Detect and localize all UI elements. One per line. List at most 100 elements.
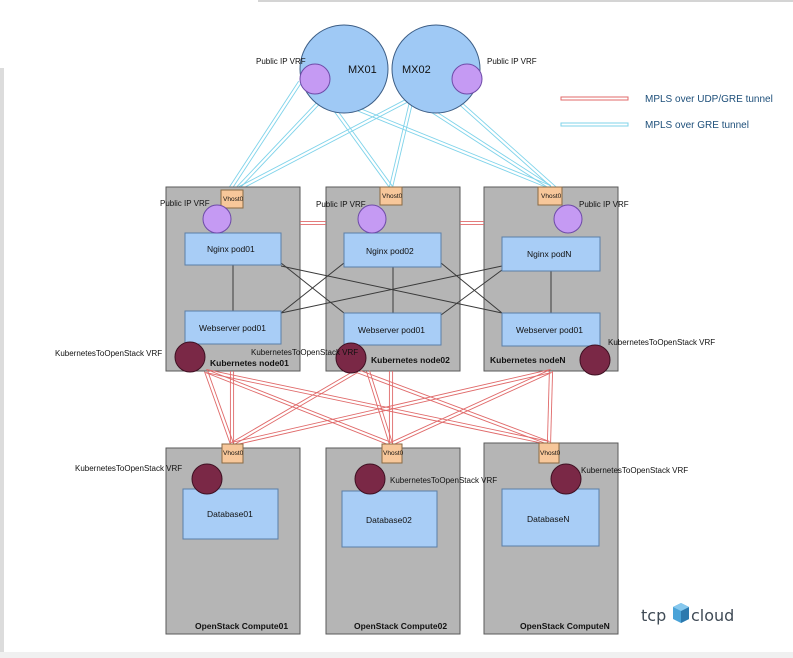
mesh-link	[280, 265, 503, 314]
vhost-node01[interactable]	[220, 189, 244, 209]
vhost-node02[interactable]	[379, 186, 403, 206]
public-ip-vrf-mx02[interactable]	[451, 63, 483, 95]
gre-tunnel	[392, 98, 414, 188]
public-ip-vrf-node02[interactable]	[357, 204, 387, 234]
vhost-compute01-label: Vhost0	[223, 450, 244, 457]
vhost-nodeN[interactable]	[537, 186, 563, 206]
legend-gre-swatch	[560, 122, 629, 127]
compute01-k2o-label: KubernetesToOpenStack VRF	[75, 464, 182, 473]
logo-cube-shade	[681, 607, 689, 623]
vhost-compute02[interactable]	[381, 443, 403, 464]
vhost-nodeN-label: Vhost0	[541, 193, 562, 200]
kubernetes-node01-label: Kubernetes node01	[210, 358, 289, 368]
udp-gre-tunnel	[205, 372, 391, 446]
udp-gre-tunnel	[206, 368, 550, 442]
udp-gre-tunnels	[204, 220, 554, 446]
kubernetes-nodeN-label: Kubernetes nodeN	[490, 355, 566, 365]
node02-k2o-label: KubernetesToOpenStack VRF	[251, 348, 358, 357]
nginx-pod02[interactable]	[343, 232, 442, 268]
gre-tunnel	[235, 96, 412, 189]
database01-label: Database01	[207, 509, 253, 519]
kubernetes-node02-label: Kubernetes node02	[371, 355, 450, 365]
mx01-label: MX01	[348, 64, 377, 76]
logo-cube-top	[673, 603, 689, 611]
bottom-edge-rule	[0, 652, 793, 658]
gre-tunnel	[389, 97, 411, 187]
logo-text-tcp: tcp	[641, 606, 666, 625]
udp-gre-tunnel	[550, 371, 554, 444]
mx02-vrf-label: Public IP VRF	[487, 57, 537, 66]
udp-gre-tunnel	[546, 370, 550, 443]
gre-tunnel	[230, 82, 302, 191]
database01[interactable]	[182, 488, 279, 540]
udp-gre-tunnel	[391, 372, 552, 446]
top-edge-rule	[258, 0, 793, 2]
databaseN-label: DatabaseN	[527, 514, 570, 524]
mx01-vrf-label: Public IP VRF	[256, 57, 306, 66]
tcp-cloud-logo: tcp cloud	[641, 603, 734, 625]
gre-tunnel	[324, 97, 550, 189]
nginx-podN-label: Nginx podN	[527, 249, 571, 259]
nginx-podN[interactable]	[501, 236, 601, 272]
udp-gre-tunnel	[230, 369, 357, 444]
k2o-vrf-node01[interactable]	[174, 341, 206, 373]
webserver-node02-label: Webserver pod01	[358, 325, 425, 335]
webserver-node01-label: Webserver pod01	[199, 323, 266, 333]
mesh-link	[440, 262, 503, 314]
webserver-pod01-nodeN[interactable]	[501, 312, 601, 347]
webserver-pod01-node01[interactable]	[184, 310, 282, 345]
database02-label: Database02	[366, 515, 412, 525]
computeN-k2o-label: KubernetesToOpenStack VRF	[581, 466, 688, 475]
node02-vrf-label: Public IP VRF	[316, 200, 366, 209]
mx02-label: MX02	[402, 64, 431, 76]
legend-udp-gre-label: MPLS over UDP/GRE tunnel	[645, 94, 773, 105]
public-ip-vrf-node01[interactable]	[202, 204, 232, 234]
k2o-vrf-compute01[interactable]	[191, 463, 223, 495]
gre-tunnels	[228, 80, 558, 192]
database02[interactable]	[341, 490, 438, 548]
udp-gre-tunnel	[206, 369, 392, 443]
openstack-compute01-box[interactable]	[165, 447, 301, 635]
public-ip-vrf-mx01[interactable]	[299, 63, 331, 95]
k2o-vrf-nodeN[interactable]	[579, 344, 611, 376]
gre-tunnel	[234, 94, 325, 190]
udp-gre-tunnel	[204, 371, 231, 445]
k2o-vrf-compute02[interactable]	[354, 463, 386, 495]
openstack-compute02-label: OpenStack Compute02	[354, 621, 447, 631]
gre-tunnel	[236, 96, 327, 192]
public-ip-vrf-nodeN[interactable]	[553, 204, 583, 234]
k2o-vrf-node02[interactable]	[335, 342, 367, 374]
vhost-compute02-label: Vhost0	[383, 450, 404, 457]
gre-tunnel	[325, 94, 551, 186]
pod-mesh-links	[232, 262, 552, 316]
databaseN[interactable]	[501, 488, 600, 547]
left-edge-rule	[0, 68, 4, 658]
node01-k2o-label: KubernetesToOpenStack VRF	[55, 349, 162, 358]
udp-gre-tunnel	[366, 371, 390, 445]
openstack-computeN-label: OpenStack ComputeN	[520, 621, 610, 631]
udp-gre-tunnel	[356, 372, 549, 445]
udp-gre-tunnel	[232, 371, 359, 446]
gre-tunnel	[228, 80, 300, 189]
nginx-pod02-label: Nginx pod02	[366, 246, 414, 256]
legend: MPLS over UDP/GRE tunnel MPLS over GRE t…	[560, 94, 773, 131]
webserver-pod01-node02[interactable]	[343, 312, 442, 346]
vhost-computeN[interactable]	[538, 442, 560, 464]
udp-gre-tunnel	[390, 369, 551, 443]
webserver-nodeN-label: Webserver pod01	[516, 325, 583, 335]
udp-gre-tunnel	[357, 369, 550, 442]
vhost-compute01[interactable]	[221, 443, 244, 464]
legend-udp-gre-swatch	[560, 96, 629, 101]
nodeN-k2o-label: KubernetesToOpenStack VRF	[608, 338, 715, 347]
gre-tunnel	[236, 99, 413, 192]
udp-gre-tunnel	[205, 372, 549, 446]
gre-tunnel	[410, 98, 550, 189]
nginx-pod01-label: Nginx pod01	[207, 244, 255, 254]
gre-tunnel	[452, 94, 558, 189]
nodeN-vrf-label: Public IP VRF	[579, 200, 629, 209]
mesh-link	[440, 269, 503, 316]
vhost-node01-label: Vhost0	[223, 196, 244, 203]
nginx-pod01[interactable]	[184, 232, 282, 266]
k2o-vrf-computeN[interactable]	[550, 463, 582, 495]
